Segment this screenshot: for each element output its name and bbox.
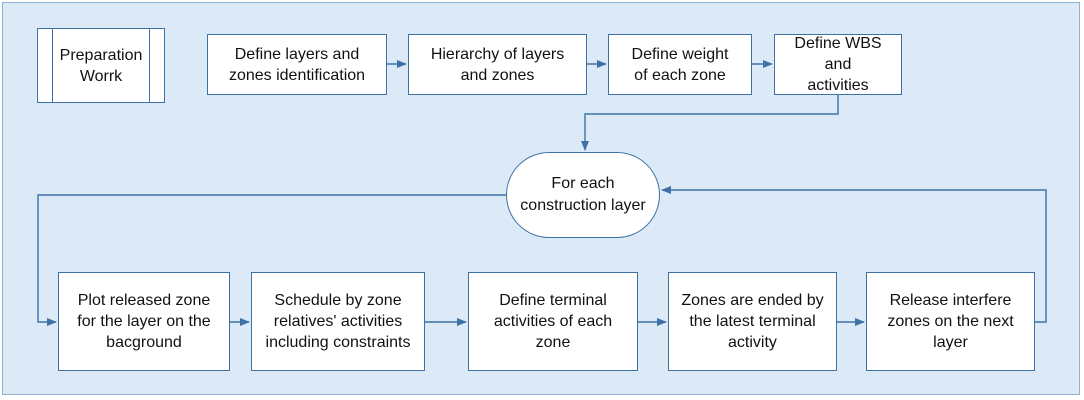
step-hierarchy-layers-zones: Hierarchy of layers and zones	[408, 34, 587, 95]
loop-for-each-layer: For each construction layer	[506, 152, 660, 238]
subprocess-bar-left	[52, 29, 53, 102]
arrow-loop-to-bottom	[37, 194, 506, 326]
step-define-weight: Define weight of each zone	[608, 34, 752, 95]
step-define-wbs: Define WBS and activities	[774, 34, 902, 95]
subprocess-bar-right	[149, 29, 150, 102]
step-define-layers-zones: Define layers and zones identification	[207, 34, 387, 95]
step-schedule-by-zone: Schedule by zone relatives' activities i…	[251, 272, 425, 371]
step-plot-released-zone: Plot released zone for the layer on the …	[58, 272, 230, 371]
arrow-feedback-to-loop	[661, 186, 1047, 323]
arrow-top-to-loop	[581, 95, 839, 151]
step-define-terminal-activities: Define terminal activities of each zone	[468, 272, 638, 371]
preparation-work-label: Preparation Worrk	[59, 46, 143, 85]
step-zones-ended: Zones are ended by the latest terminal a…	[668, 272, 837, 371]
preparation-work-box: Preparation Worrk	[37, 28, 165, 103]
step-release-interfere-zones: Release interfere zones on the next laye…	[866, 272, 1035, 371]
